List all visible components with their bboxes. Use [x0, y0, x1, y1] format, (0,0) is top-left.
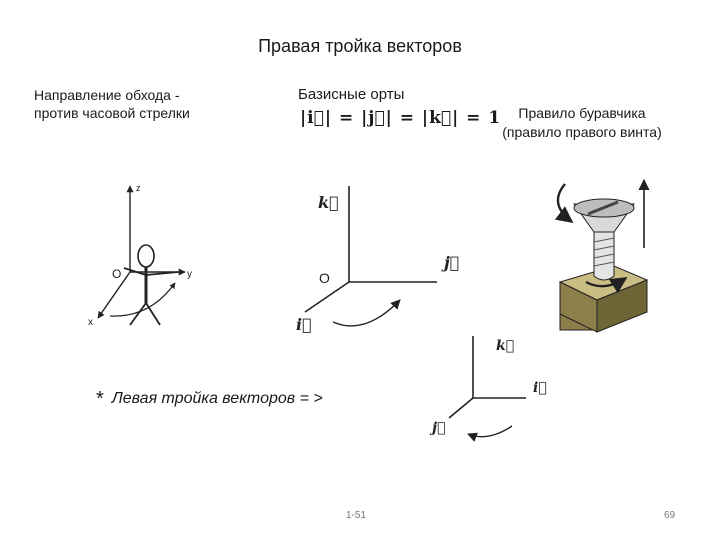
- left-triple-note: * Левая тройка векторов = >: [96, 388, 323, 411]
- left-j-axis: [448, 397, 474, 419]
- right-k-label: k⃗: [318, 193, 339, 212]
- gimlet-rule-line-2: (правило правого винта): [502, 124, 662, 140]
- screw-base-rotation-arrow: [585, 276, 628, 294]
- screw-slot: [587, 200, 619, 216]
- figure-leg-left: [129, 302, 147, 326]
- figure-head: [137, 244, 155, 268]
- right-triple-axes: [304, 186, 437, 327]
- slide-title: Правая тройка векторов: [258, 36, 462, 56]
- left-i-label: i⃗: [533, 380, 547, 396]
- traversal-direction-line-2: против часовой стрелки: [34, 105, 190, 121]
- slide-code: 1-51: [346, 510, 367, 521]
- x-axis-line: [97, 271, 131, 319]
- stick-figure-diagram: [97, 185, 186, 326]
- page-number: 69: [664, 510, 676, 521]
- figure-arm-left: [123, 267, 147, 276]
- right-i-label: i⃗: [296, 315, 312, 334]
- left-rotation-arrow: [467, 425, 513, 442]
- right-rotation-arrow: [332, 299, 401, 327]
- stick-axis-x-label: x: [88, 317, 93, 328]
- screw-rotation-arrow: [554, 183, 574, 224]
- gimlet-rule-note: Правило буравчика (правило правого винта…: [472, 104, 692, 142]
- basis-vectors-formula: |i⃗| = |j⃗| = |k⃗| = 1: [300, 108, 502, 128]
- figure-arm-right: [145, 271, 179, 276]
- right-i-axis: [304, 281, 350, 313]
- stick-axis-z-label: z: [136, 183, 141, 193]
- right-j-label: j⃗: [441, 253, 459, 272]
- screw-threads: [593, 237, 615, 267]
- traversal-direction-note: Направление обхода - против часовой стре…: [34, 86, 254, 122]
- left-triple-text: Левая тройка векторов = >: [111, 390, 323, 407]
- stick-axis-y-label: y: [187, 269, 192, 280]
- left-triple-axes: [448, 336, 526, 442]
- wood-block-right-face: [596, 279, 648, 333]
- right-origin-label: O: [319, 270, 330, 286]
- traversal-direction-line-1: Направление обхода -: [34, 87, 180, 103]
- basis-vectors-title: Базисные орты: [298, 86, 405, 103]
- figure-rotation-arrow: [109, 282, 176, 317]
- stick-origin-label: O: [112, 267, 121, 281]
- bullet-star: *: [96, 388, 104, 410]
- left-k-label: k⃗: [496, 338, 514, 354]
- gimlet-rule-line-1: Правило буравчика: [518, 105, 646, 121]
- left-j-label: j⃗: [429, 420, 445, 436]
- figure-leg-right: [145, 302, 161, 326]
- screw-illustration: [554, 178, 650, 333]
